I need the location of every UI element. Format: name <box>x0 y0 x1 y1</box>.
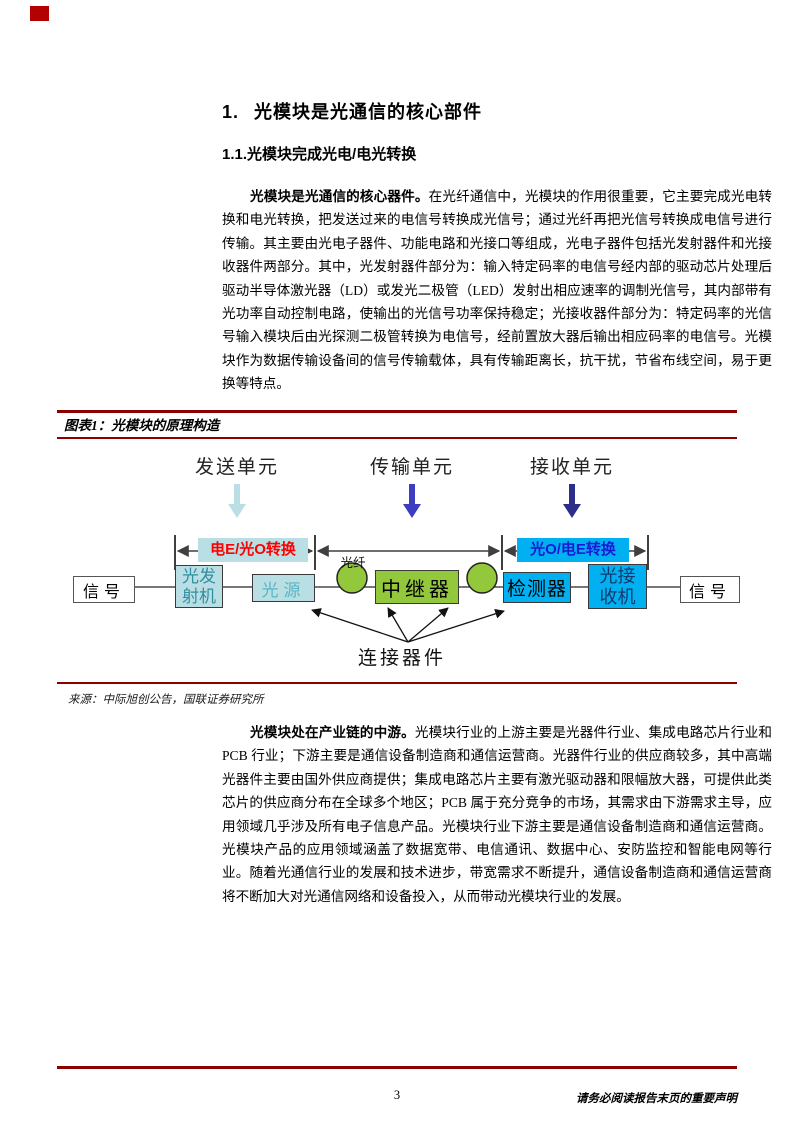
figure-rule-middle <box>57 437 737 439</box>
paragraph-1: 光模块是光通信的核心器件。在光纤通信中，光模块的作用很重要，它主要完成光电转换和… <box>222 185 772 396</box>
transmitter-line2: 射机 <box>182 586 216 606</box>
unit-send-label: 发送单元 <box>194 457 279 478</box>
light-source-box: 光源 <box>252 574 315 602</box>
receiver-line2: 收机 <box>599 586 636 607</box>
section-number: 1. <box>222 102 240 122</box>
unit-transmit-label: 传输单元 <box>369 457 454 478</box>
fiber-connector-dot-right <box>466 562 498 594</box>
logo-mark <box>30 6 49 21</box>
arrow-down-icon <box>228 484 246 518</box>
unit-receive-label: 接收单元 <box>529 457 614 478</box>
footer-rule <box>57 1066 737 1069</box>
oe-conversion-label: 光O/电E转换 <box>517 538 629 562</box>
figure-source: 来源：中际旭创公告，国联证券研究所 <box>68 694 264 706</box>
paragraph-2-body: 光模块行业的上游主要是光器件行业、集成电路芯片行业和 PCB 行业；下游主要是通… <box>222 725 773 904</box>
subsection-heading: 1.1.光模块完成光电/电光转换 <box>222 146 417 163</box>
fiber-label: 光纤 <box>340 556 366 570</box>
signal-box-right: 信号 <box>680 576 740 603</box>
paragraph-1-lead: 光模块是光通信的核心器件。 <box>250 189 429 204</box>
optical-module-diagram: 发送单元 传输单元 接收单元 电E/光O转换 光O/电E转换 光纤 信号 光发射… <box>57 450 740 685</box>
detector-box: 检测器 <box>503 572 571 603</box>
arrow-down-icon <box>403 484 421 518</box>
page-number: 3 <box>393 1088 401 1102</box>
repeater-box: 中继器 <box>375 570 459 604</box>
optical-receiver-box: 光接收机 <box>588 564 647 609</box>
transmitter-line1: 光发 <box>182 566 216 586</box>
figure-rule-top <box>57 410 737 413</box>
receiver-line1: 光接 <box>599 565 636 586</box>
fiber-connector-dot-left <box>336 562 368 594</box>
section-title: 光模块是光通信的核心部件 <box>254 102 483 122</box>
connector-label: 连接器件 <box>357 648 446 669</box>
paragraph-1-body: 在光纤通信中，光模块的作用很重要，它主要完成光电转换和电光转换，把发送过来的电信… <box>222 189 773 392</box>
footer-disclaimer: 请务必阅读报告末页的重要声明 <box>576 1093 737 1105</box>
signal-box-left: 信号 <box>73 576 135 603</box>
unit-transmit: 传输单元 <box>352 456 472 518</box>
figure-rule-bottom <box>57 682 737 684</box>
unit-send: 发送单元 <box>177 456 297 518</box>
arrow-down-icon <box>563 484 581 518</box>
figure-caption: 图表1：光模块的原理构造 <box>64 418 220 433</box>
section-heading: 1. 光模块是光通信的核心部件 <box>222 100 782 124</box>
eo-conversion-label: 电E/光O转换 <box>198 538 308 562</box>
paragraph-2-lead: 光模块处在产业链的中游。 <box>250 725 415 740</box>
unit-receive: 接收单元 <box>512 456 632 518</box>
paragraph-2: 光模块处在产业链的中游。光模块行业的上游主要是光器件行业、集成电路芯片行业和 P… <box>222 721 772 908</box>
optical-transmitter-box: 光发射机 <box>175 565 223 608</box>
